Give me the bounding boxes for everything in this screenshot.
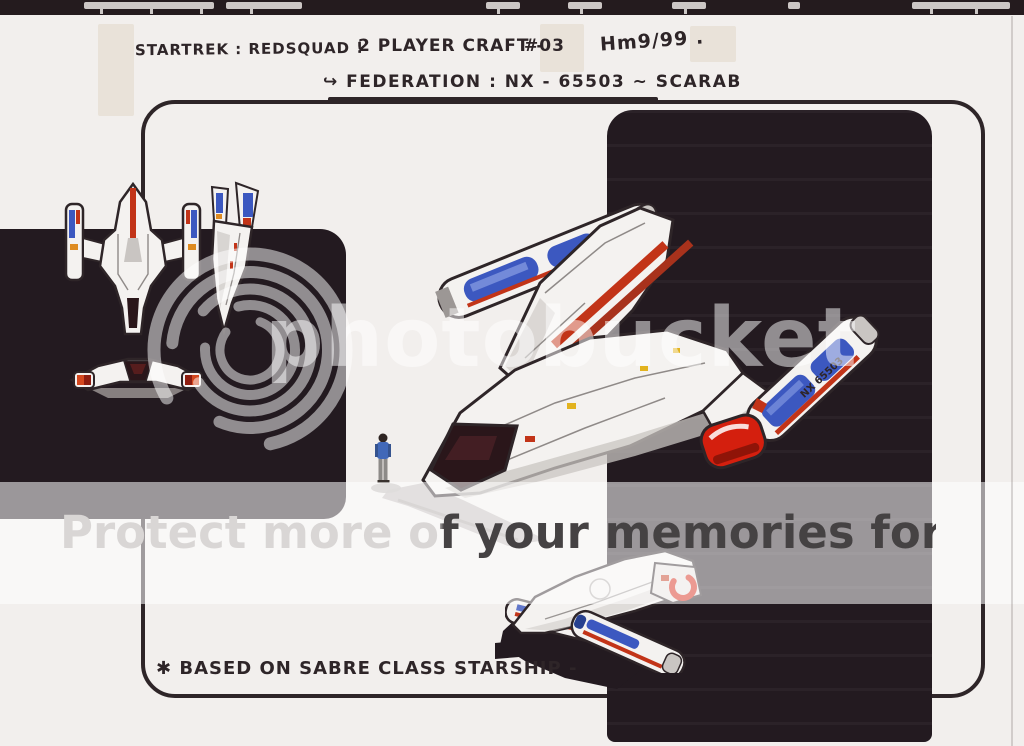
page-edge-line — [1011, 16, 1013, 746]
binding-segment — [84, 2, 214, 9]
binding-tick — [200, 8, 203, 14]
binding-tick — [497, 8, 500, 14]
craft-designation: FEDERATION : NX - 65503 ~ SCARAB — [346, 72, 742, 92]
footer-note-text: BASED ON SABRE CLASS STARSHIP - — [179, 658, 578, 679]
title-sheet-number: #03 — [524, 36, 565, 56]
binding-segment — [912, 2, 1010, 9]
front-view-hull — [69, 357, 207, 392]
watermark-overlay-strip — [0, 482, 1024, 604]
tape-mark — [690, 26, 736, 62]
watermark-tagline-text: Protect more of your memories for less — [60, 506, 936, 559]
tape-mark — [98, 24, 134, 116]
binding-tick — [684, 8, 687, 14]
designation-underline — [328, 97, 658, 102]
binding-tick — [100, 8, 103, 14]
binding-tick — [975, 8, 978, 14]
tape-mark — [540, 24, 584, 72]
binding-tick — [150, 8, 153, 14]
hull-emblem — [752, 398, 767, 413]
binding-tick — [930, 8, 933, 14]
photobucket-brand-watermark: photobucket — [265, 291, 858, 386]
scale-figure-person — [375, 433, 391, 483]
ship-perspective-view-drawing: NX 65503 — [421, 202, 880, 498]
craft-designation-line: ↪ FEDERATION : NX - 65503 ~ SCARAB — [323, 72, 742, 92]
binding-tick — [580, 8, 583, 14]
asterisk-icon: ✱ — [156, 658, 180, 679]
binding-strip — [0, 0, 1024, 15]
footer-note: ✱ BASED ON SABRE CLASS STARSHIP - — [156, 658, 577, 679]
binding-segment — [226, 2, 302, 9]
binding-segment — [486, 2, 520, 9]
red-thruster-pod — [699, 413, 767, 470]
upper-hull — [498, 206, 694, 392]
aft-view-starboard-nacelle — [570, 609, 686, 673]
binding-tick — [250, 8, 253, 14]
binding-segment — [568, 2, 602, 9]
cockpit-canopy — [429, 422, 519, 492]
binding-segment — [788, 2, 800, 9]
artist-signature: Hm9/99 . — [599, 26, 705, 56]
binding-segment — [672, 2, 706, 9]
title-craft-count: 2 PLAYER CRAFT - — [358, 36, 545, 56]
watermark-tagline-clip: Protect more of your memories for less — [60, 506, 936, 578]
arrow-bullet-icon: ↪ — [323, 72, 339, 92]
title-series: STARTREK : REDSQUAD ! — [134, 38, 365, 60]
top-view-hull — [98, 181, 168, 336]
photobucket-swirl-logo-icon — [147, 247, 353, 453]
